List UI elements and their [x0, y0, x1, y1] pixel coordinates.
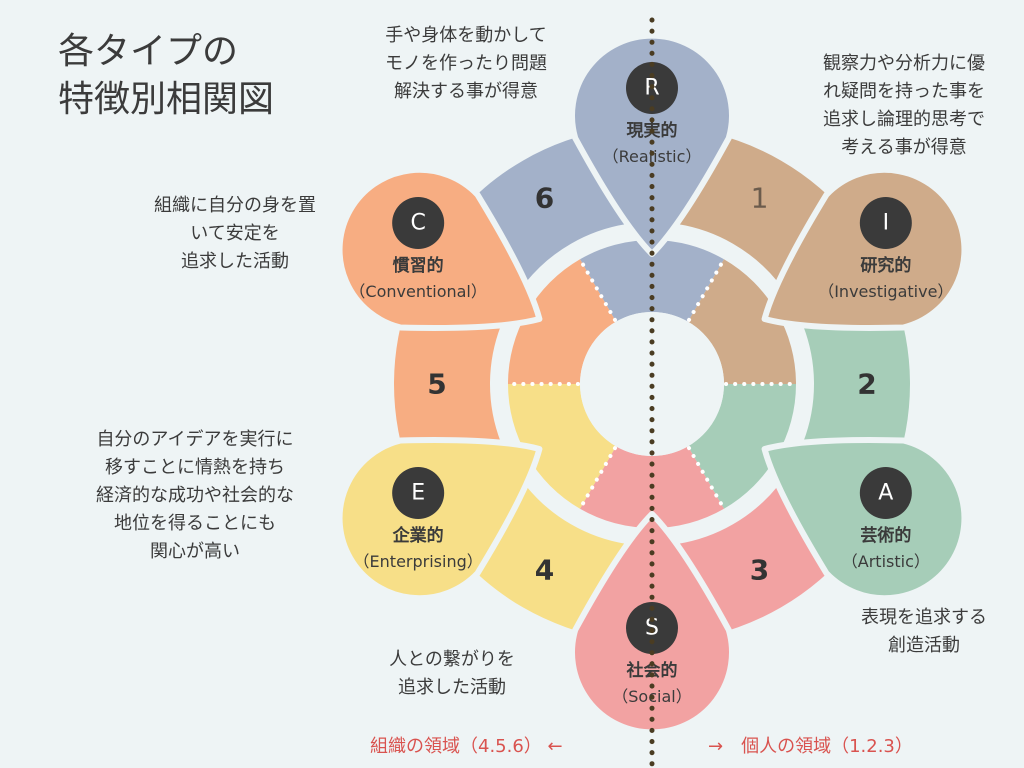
petal-shape-i [761, 166, 968, 331]
petal-i: I 研究的 （Investigative） [761, 166, 968, 331]
type-name-e: 企業的 [392, 525, 444, 546]
type-name-i: 研究的 [860, 255, 911, 276]
connector-number-3: 3 [750, 554, 769, 587]
ring-separator [687, 446, 725, 509]
type-letter-c: C [410, 211, 425, 236]
connector-band-2 [803, 291, 910, 477]
type-english-e: （Enterprising） [354, 552, 483, 571]
connector-band-5 [394, 291, 501, 477]
connector-number-6: 6 [535, 181, 554, 214]
desc-investigative: 観察力や分析力に優 れ疑問を持った事を 追求し論理的思考で 考える事が得意 [823, 53, 985, 158]
type-badge-i [859, 197, 912, 249]
desc-artistic: 表現を追求する 創造活動 [861, 607, 987, 656]
ring-sector-i [688, 259, 796, 384]
type-letter-a: A [878, 481, 893, 506]
petal-shape-a [761, 437, 968, 602]
type-badge-c [392, 197, 445, 249]
footer-organization-area: 組織の領域（4.5.6） ← [370, 736, 563, 757]
desc-realistic: 手や身体を動かして モノを作ったり問題 解決する事が得意 [385, 25, 547, 102]
connector-number-5: 5 [427, 368, 446, 401]
type-letter-e: E [411, 481, 425, 506]
type-letter-i: I [883, 211, 890, 236]
petal-r: R現実的（Realistic） [569, 32, 735, 257]
connector-number-4: 4 [535, 554, 554, 587]
type-name-s: 社会的 [626, 660, 678, 681]
type-english-a: （Artistic） [842, 552, 930, 571]
petal-shape-c [336, 166, 543, 331]
ring-sector-c [508, 259, 616, 384]
type-name-a: 芸術的 [860, 525, 911, 546]
type-english-c: （Conventional） [349, 282, 486, 301]
desc-conventional: 組織に自分の身を置 いて安定を 追求した活動 [154, 195, 316, 272]
ring-sector-a [688, 384, 797, 509]
type-badge-e [392, 467, 445, 519]
ring-separator [579, 446, 617, 509]
type-name-c: 慣習的 [393, 255, 444, 276]
petal-c: C 慣習的 （Conventional） [336, 166, 543, 331]
petal-e: E 企業的 （Enterprising） [336, 437, 543, 602]
desc-enterprising: 自分のアイデアを実行に 移すことに情熱を持ち 経済的な成功や社会的な 地位を得る… [96, 429, 294, 562]
title-line-1: 各タイプの [58, 31, 239, 72]
petal-a: A 芸術的 （Artistic） [761, 437, 968, 602]
desc-social: 人との繋がりを 追求した活動 [389, 649, 515, 698]
ring-sector-r [580, 239, 724, 322]
page-title: 各タイプの 特徴別相関図 [58, 28, 274, 124]
ring-separator [687, 259, 725, 322]
connector-number-1: 1 [751, 181, 769, 214]
connector-number-2: 2 [857, 368, 876, 401]
petal-shape-r [569, 32, 735, 257]
type-badge-a [859, 467, 912, 519]
type-english-i: （Investigative） [818, 282, 953, 301]
type-english-r: （Realistic） [603, 147, 702, 166]
title-line-2: 特徴別相関図 [58, 79, 275, 120]
ring-sector-e [508, 384, 616, 509]
footer-individual-area: → 個人の領域（1.2.3） [708, 736, 913, 757]
ring-separator [579, 259, 617, 322]
petal-shape-e [336, 437, 543, 602]
